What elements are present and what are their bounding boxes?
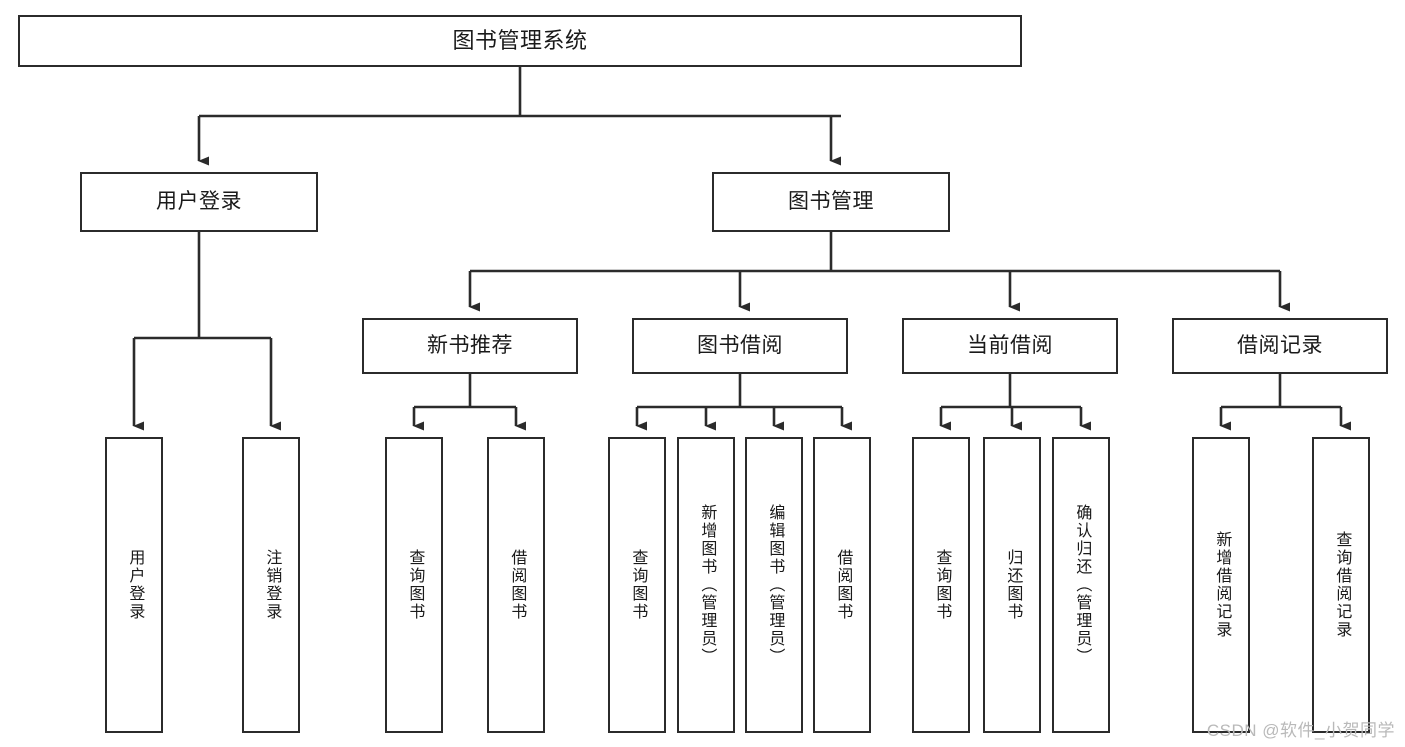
csdn-watermark: CSDN @软件_小贺同学	[1206, 721, 1395, 740]
node-new-book-recommend[interactable]: 新书推荐	[362, 318, 578, 374]
node-leaf-borrow-book[interactable]: 借阅图书	[813, 437, 871, 733]
node-leaf-query-book[interactable]: 查询图书	[608, 437, 666, 733]
node-user-login[interactable]: 用户登录	[80, 172, 318, 232]
edges-user-login	[132, 232, 281, 431]
node-root-label: 图书管理系统	[452, 27, 588, 53]
node-leaf-query-record-label: 查询借阅记录	[1333, 531, 1351, 639]
node-leaf-borrow-book-rec[interactable]: 借阅图书	[487, 437, 545, 733]
node-leaf-return-book[interactable]: 归还图书	[983, 437, 1041, 733]
edges-book-borrow	[635, 374, 852, 431]
node-root[interactable]: 图书管理系统	[18, 15, 1022, 67]
node-leaf-logout-label: 注销登录	[263, 549, 281, 621]
edges-current-borrow	[939, 374, 1091, 431]
node-leaf-return-book-label: 归还图书	[1004, 549, 1022, 621]
edges-root	[197, 67, 841, 166]
node-leaf-query-book-label: 查询图书	[629, 549, 647, 621]
node-book-borrow-label: 图书借阅	[697, 334, 783, 358]
node-leaf-query-book-rec[interactable]: 查询图书	[385, 437, 443, 733]
node-current-borrow-label: 当前借阅	[967, 334, 1053, 358]
node-current-borrow[interactable]: 当前借阅	[902, 318, 1118, 374]
node-borrow-record[interactable]: 借阅记录	[1172, 318, 1388, 374]
node-leaf-add-book[interactable]: 新增图书（管理员）	[677, 437, 735, 733]
node-leaf-query-book-rec-label: 查询图书	[406, 549, 424, 621]
node-leaf-confirm-return-label: 确认归还（管理员）	[1073, 504, 1091, 666]
node-leaf-edit-book[interactable]: 编辑图书（管理员）	[745, 437, 803, 733]
node-leaf-add-record[interactable]: 新增借阅记录	[1192, 437, 1250, 733]
node-leaf-query-record[interactable]: 查询借阅记录	[1312, 437, 1370, 733]
node-user-login-label: 用户登录	[156, 190, 242, 214]
node-leaf-user-login-label: 用户登录	[126, 549, 144, 621]
node-leaf-add-record-label: 新增借阅记录	[1213, 531, 1231, 639]
node-leaf-query-book-cur[interactable]: 查询图书	[912, 437, 970, 733]
node-leaf-add-book-label: 新增图书（管理员）	[698, 504, 716, 666]
node-leaf-edit-book-label: 编辑图书（管理员）	[766, 504, 784, 666]
node-book-manage[interactable]: 图书管理	[712, 172, 950, 232]
edges-new-book-recommend	[412, 374, 526, 431]
node-leaf-confirm-return[interactable]: 确认归还（管理员）	[1052, 437, 1110, 733]
node-borrow-record-label: 借阅记录	[1237, 334, 1323, 358]
node-book-manage-label: 图书管理	[788, 190, 874, 214]
edges-book-manage	[468, 232, 1290, 312]
node-new-book-recommend-label: 新书推荐	[427, 334, 513, 358]
node-leaf-borrow-book-label: 借阅图书	[834, 549, 852, 621]
node-leaf-logout[interactable]: 注销登录	[242, 437, 300, 733]
node-leaf-query-book-cur-label: 查询图书	[933, 549, 951, 621]
node-book-borrow[interactable]: 图书借阅	[632, 318, 848, 374]
node-leaf-borrow-book-rec-label: 借阅图书	[508, 549, 526, 621]
node-leaf-user-login[interactable]: 用户登录	[105, 437, 163, 733]
edges-borrow-record	[1219, 374, 1351, 431]
